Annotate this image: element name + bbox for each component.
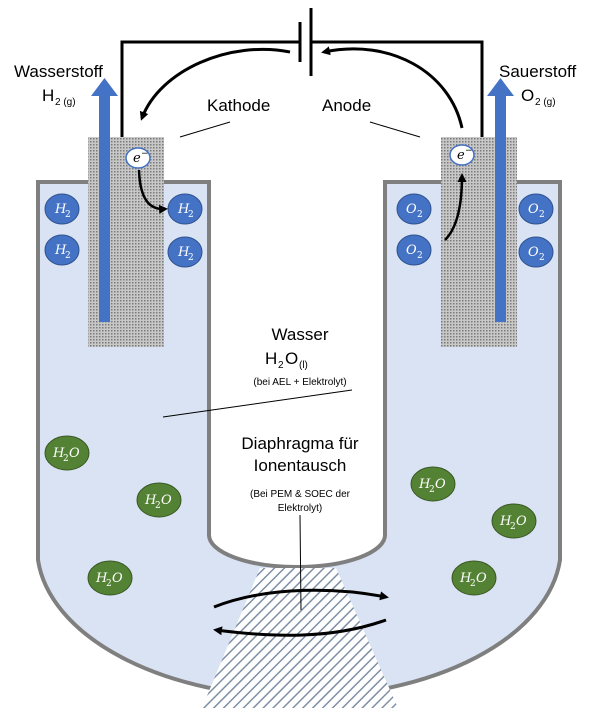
svg-text:H: H bbox=[95, 571, 108, 586]
electron-arrow-cathode bbox=[137, 169, 168, 214]
svg-text:H: H bbox=[265, 349, 277, 368]
svg-text:2: 2 bbox=[63, 454, 69, 464]
cathode-pointer bbox=[179, 121, 231, 138]
ion-arrow-left bbox=[213, 618, 387, 637]
svg-text:O: O bbox=[406, 243, 417, 258]
diaphragm-note-2: Elektrolyt) bbox=[278, 503, 322, 514]
h2-molecule: H2 bbox=[167, 236, 203, 268]
diaphragm-pointer bbox=[299, 514, 302, 611]
svg-text:e: e bbox=[457, 148, 465, 163]
svg-text:2 (g): 2 (g) bbox=[55, 97, 76, 108]
electron-flow-arrow-left bbox=[139, 47, 291, 121]
ion-arrow-right bbox=[213, 588, 389, 609]
svg-text:O: O bbox=[528, 245, 539, 260]
h2-molecule: H2 bbox=[44, 193, 80, 225]
svg-text:O: O bbox=[112, 571, 123, 586]
svg-text:O: O bbox=[516, 514, 527, 529]
h2-molecule: H2 bbox=[167, 193, 203, 225]
oxygen-arrow bbox=[487, 78, 514, 322]
hydrogen-formula: H 2 (g) bbox=[42, 86, 76, 108]
svg-text:O: O bbox=[69, 446, 80, 461]
svg-text:2: 2 bbox=[539, 210, 545, 220]
electron-flow-arrow-right bbox=[321, 46, 464, 129]
electron-arrow-anode bbox=[444, 173, 467, 241]
svg-text:2 (g): 2 (g) bbox=[535, 97, 556, 108]
svg-text:O: O bbox=[476, 571, 487, 586]
h2-molecule: H2 bbox=[44, 234, 80, 266]
svg-text:−: − bbox=[141, 149, 149, 159]
water-formula: H 2 O (l) bbox=[265, 349, 308, 371]
hydrogen-arrow bbox=[91, 78, 118, 322]
svg-text:2: 2 bbox=[539, 253, 545, 263]
diaphragm-note: (Bei PEM & SOEC der bbox=[250, 489, 351, 500]
svg-text:2: 2 bbox=[429, 485, 435, 495]
water-pointer bbox=[162, 389, 353, 418]
svg-text:O: O bbox=[521, 86, 534, 105]
svg-text:H: H bbox=[459, 571, 472, 586]
svg-text:O: O bbox=[285, 349, 298, 368]
svg-text:O: O bbox=[406, 202, 417, 217]
svg-text:2: 2 bbox=[470, 579, 476, 589]
hydrogen-label: Wasserstoff bbox=[14, 62, 103, 81]
svg-text:2: 2 bbox=[510, 522, 516, 532]
svg-text:H: H bbox=[52, 446, 65, 461]
anode-pointer bbox=[369, 121, 421, 138]
svg-text:O: O bbox=[435, 477, 446, 492]
svg-text:H: H bbox=[177, 245, 190, 260]
svg-text:(l): (l) bbox=[299, 360, 308, 371]
svg-text:H: H bbox=[42, 86, 54, 105]
diaphragm-title-2: Ionentausch bbox=[254, 456, 347, 475]
svg-text:H: H bbox=[418, 477, 431, 492]
svg-text:H: H bbox=[144, 493, 157, 508]
water-note: (bei AEL + Elektrolyt) bbox=[253, 377, 346, 388]
svg-text:2: 2 bbox=[155, 501, 161, 511]
electron-anode: e − bbox=[449, 144, 475, 166]
diaphragm bbox=[202, 568, 398, 708]
svg-text:2: 2 bbox=[417, 210, 423, 220]
circuit-wire bbox=[120, 40, 484, 137]
svg-text:H: H bbox=[54, 202, 67, 217]
svg-text:O: O bbox=[161, 493, 172, 508]
svg-text:2: 2 bbox=[417, 251, 423, 261]
electrolyte-vessel bbox=[36, 180, 562, 699]
svg-text:2: 2 bbox=[106, 579, 112, 589]
electron-cathode: e − bbox=[125, 147, 151, 169]
svg-text:−: − bbox=[465, 146, 473, 156]
svg-text:2: 2 bbox=[188, 253, 194, 263]
oxygen-label: Sauerstoff bbox=[499, 62, 576, 81]
svg-text:H: H bbox=[499, 514, 512, 529]
battery-icon bbox=[298, 8, 313, 76]
svg-text:O: O bbox=[528, 202, 539, 217]
cathode-label: Kathode bbox=[207, 96, 270, 115]
anode-label: Anode bbox=[322, 96, 371, 115]
oxygen-formula: O 2 (g) bbox=[521, 86, 556, 108]
svg-text:2: 2 bbox=[278, 360, 284, 371]
svg-text:2: 2 bbox=[65, 251, 71, 261]
svg-text:H: H bbox=[177, 202, 190, 217]
diaphragm-title: Diaphragma für bbox=[241, 434, 359, 453]
svg-text:2: 2 bbox=[188, 210, 194, 220]
svg-text:H: H bbox=[54, 243, 67, 258]
svg-text:2: 2 bbox=[65, 210, 71, 220]
svg-text:e: e bbox=[133, 151, 141, 166]
water-title: Wasser bbox=[272, 325, 329, 344]
